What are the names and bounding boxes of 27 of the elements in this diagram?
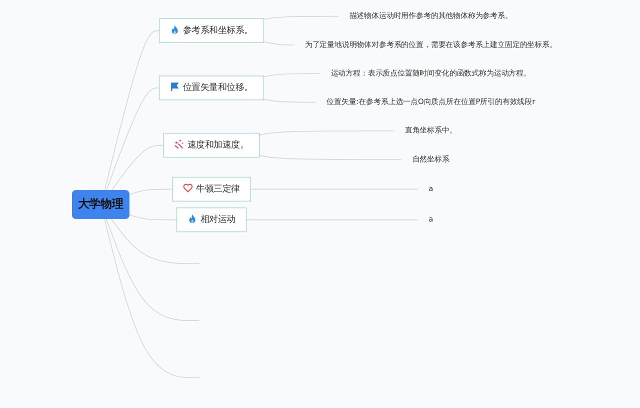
connector-line: [128, 188, 173, 196]
topic-label: 位置矢量和位移。: [182, 82, 253, 93]
connector-line: [246, 219, 418, 220]
connector-line: [104, 218, 200, 378]
connector-line: [110, 144, 164, 192]
topic-label: 速度和加速度。: [187, 140, 249, 150]
connector-line: [258, 154, 402, 160]
topic-label: 牛顿三定律: [196, 184, 240, 194]
connector-line: [250, 188, 418, 190]
connector-line: [106, 88, 160, 192]
connector-line: [104, 30, 160, 192]
central-topic-box: 大学物理: [72, 190, 130, 219]
topic-label: 参考系和坐标系。: [182, 25, 253, 36]
connector-line: [106, 218, 200, 321]
connector-line: [263, 98, 316, 103]
connector-line: [258, 130, 395, 136]
topic-box: [176, 208, 247, 232]
topic-box: [158, 76, 264, 100]
connector-line: [263, 16, 339, 20]
topic-box: [158, 18, 264, 43]
connector-line: [110, 218, 200, 264]
topic-box: [172, 176, 251, 202]
connector-line: [263, 73, 320, 78]
topic-label: 相对运动: [200, 214, 236, 225]
topic-box: [163, 132, 260, 158]
connector-line: [128, 214, 178, 220]
connector-line: [263, 41, 294, 46]
